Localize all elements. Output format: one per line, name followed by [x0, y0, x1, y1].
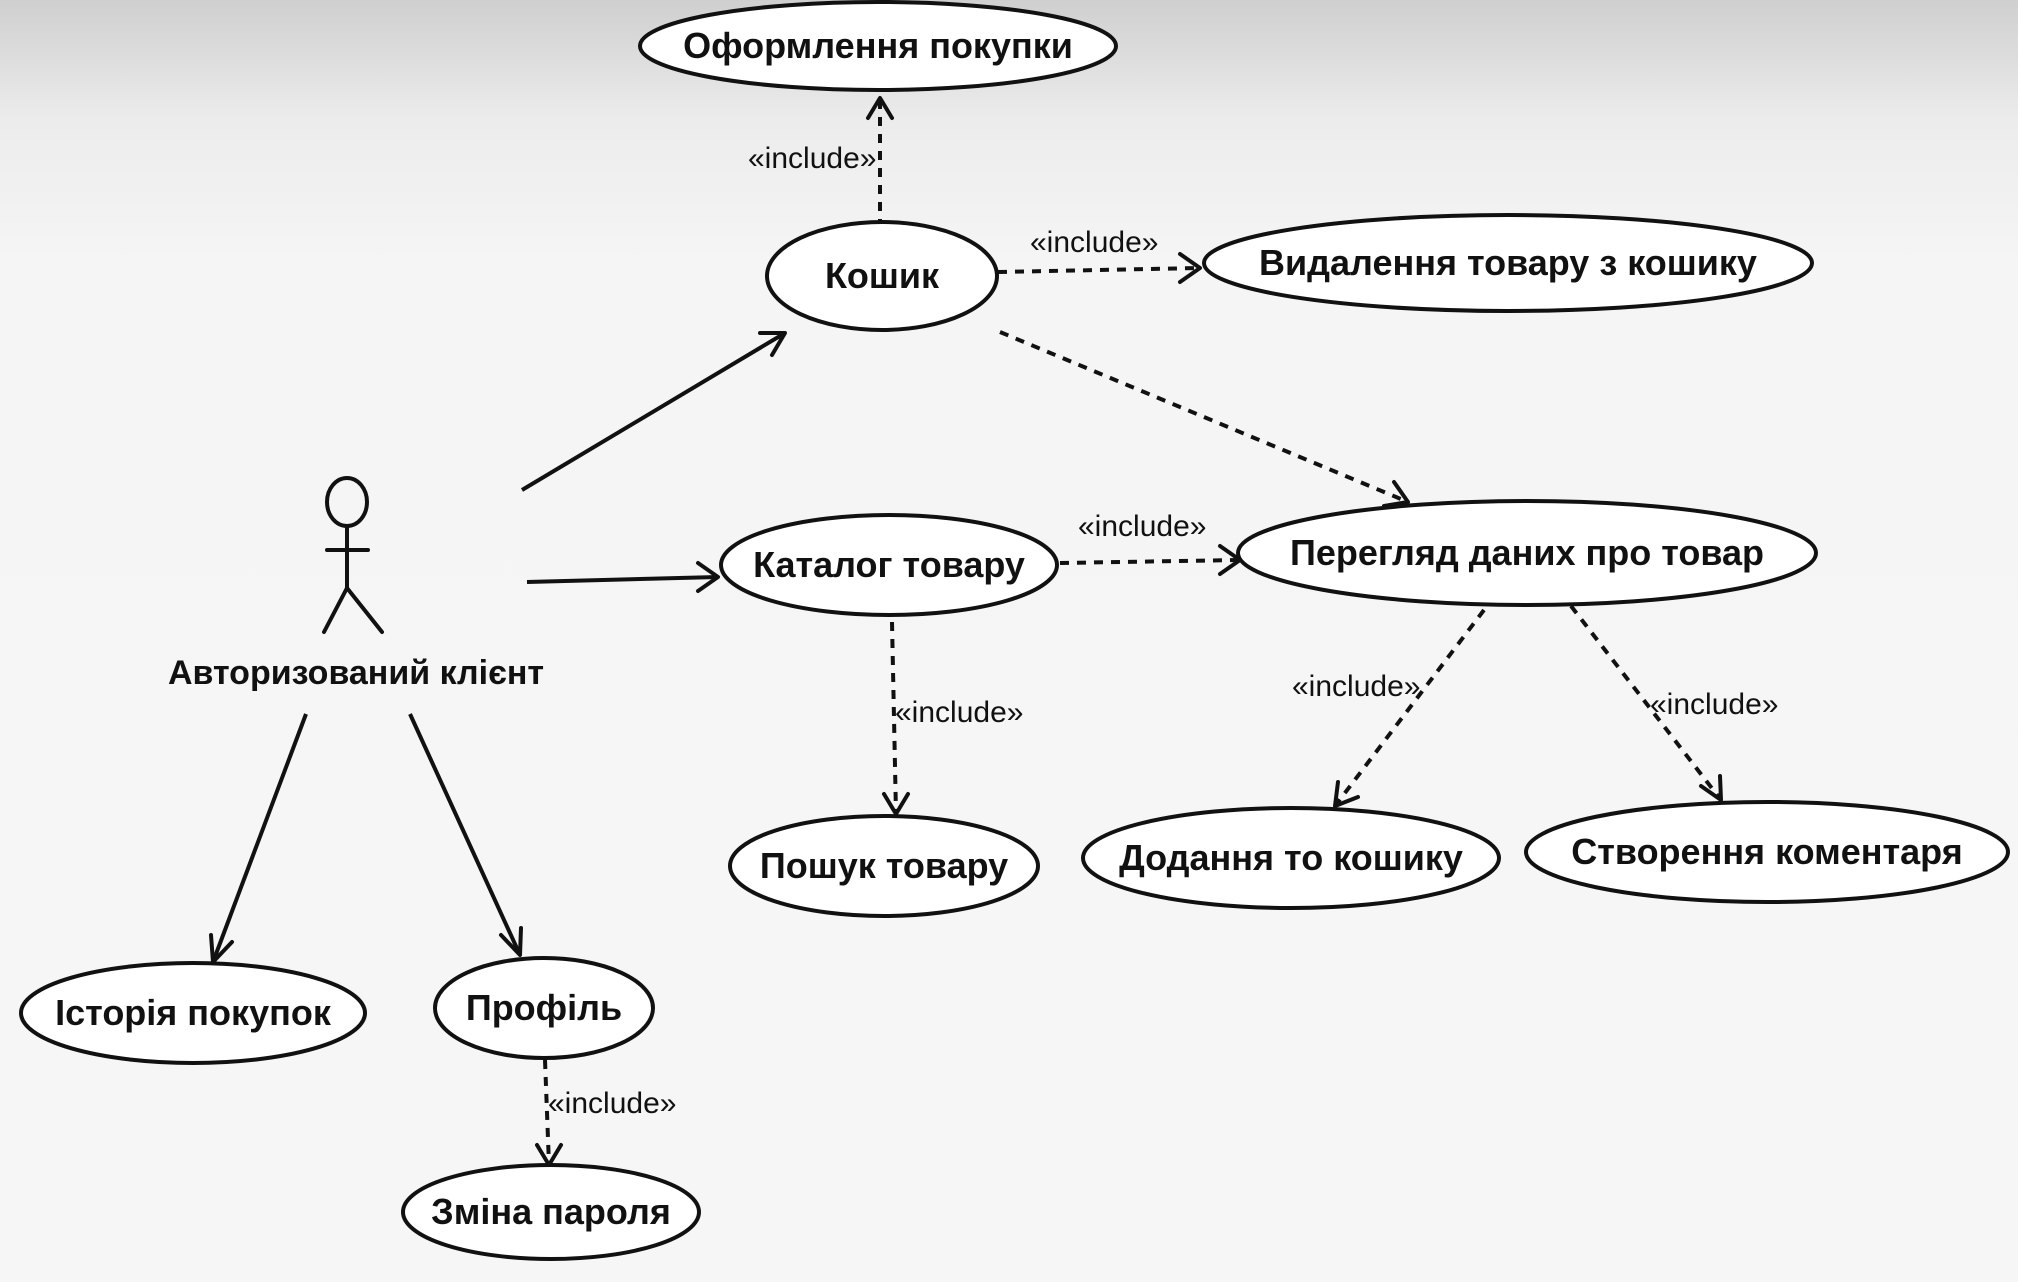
use-case-catalog[interactable]: Каталог товару [719, 513, 1059, 617]
association-actor-profile [408, 713, 522, 956]
use-case-change-password-label: Зміна пароля [431, 1191, 671, 1232]
include-arrowhead-search [882, 792, 910, 816]
include-view-add-to-cart [1333, 608, 1486, 808]
use-case-add-to-cart-label: Додання то кошику [1119, 837, 1463, 878]
use-case-cart[interactable]: Кошик [765, 220, 999, 332]
use-case-view-product-label: Перегляд даних про товар [1290, 532, 1764, 573]
include-label-remove: «include» [1030, 226, 1158, 259]
use-case-remove-from-cart[interactable]: Видалення товару з кошику [1202, 213, 1814, 313]
use-case-profile[interactable]: Профіль [433, 956, 655, 1060]
use-case-checkout-label: Оформлення покупки [683, 25, 1073, 66]
include-view-comment [1569, 604, 1723, 802]
actor-name: Авторизований клієнт [168, 654, 544, 692]
use-case-purchase-history[interactable]: Історія покупок [19, 961, 367, 1065]
use-case-create-comment-label: Створення коментаря [1571, 831, 1962, 872]
include-label-add-to-cart: «include» [1292, 670, 1420, 703]
include-catalog-view-product [1059, 558, 1241, 565]
use-case-change-password[interactable]: Зміна пароля [401, 1163, 701, 1261]
association-arrowhead-profile [499, 926, 523, 957]
include-label-catalog-view: «include» [1078, 510, 1206, 543]
include-arrowhead-comment [1699, 774, 1723, 802]
associations [209, 331, 787, 964]
include-arrowhead-add-to-cart [1333, 780, 1360, 808]
association-actor-history [211, 713, 308, 963]
use-case-purchase-history-label: Історія покупок [55, 992, 332, 1033]
include-label-password: «include» [548, 1087, 676, 1120]
include-arrowhead-cart-view-product [1382, 480, 1410, 508]
use-case-cart-label: Кошик [825, 255, 940, 296]
use-case-profile-label: Профіль [466, 987, 622, 1028]
use-case-view-product[interactable]: Перегляд даних про товар [1236, 499, 1818, 607]
use-case-search-label: Пошук товару [760, 845, 1008, 886]
include-label-comment: «include» [1650, 688, 1778, 721]
use-case-remove-from-cart-label: Видалення товару з кошику [1259, 242, 1757, 283]
use-case-add-to-cart[interactable]: Додання то кошику [1081, 806, 1501, 910]
include-label-search: «include» [895, 696, 1023, 729]
include-dependencies: «include» «include» «include» «include» … [535, 96, 1778, 1167]
association-actor-catalog [526, 575, 719, 584]
include-catalog-search [890, 621, 898, 815]
actor-stick-figure-icon [322, 476, 384, 634]
actor: Авторизований клієнт [168, 476, 544, 692]
use-case-checkout[interactable]: Оформлення покупки [638, 0, 1118, 92]
use-case-search[interactable]: Пошук товару [728, 814, 1040, 918]
use-case-catalog-label: Каталог товару [753, 544, 1025, 585]
include-label-checkout: «include» [748, 142, 876, 175]
association-arrowhead-catalog [696, 561, 720, 593]
association-actor-cart [520, 331, 787, 492]
association-arrowhead-cart [758, 331, 787, 357]
include-cart-remove [997, 266, 1201, 274]
include-arrowhead-checkout [866, 96, 894, 120]
use-case-create-comment[interactable]: Створення коментаря [1524, 800, 2010, 904]
include-cart-view-product [999, 330, 1409, 504]
include-arrowhead-remove [1178, 252, 1202, 284]
include-profile-password [543, 1059, 551, 1166]
